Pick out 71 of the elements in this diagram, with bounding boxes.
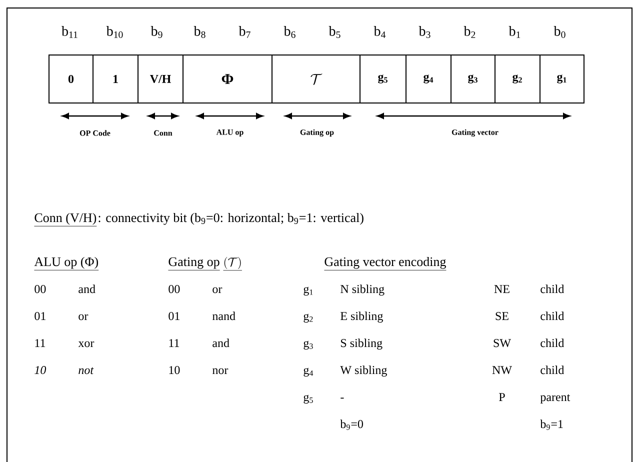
table-cell: N sibling: [340, 284, 384, 296]
table-cell: 10: [169, 366, 180, 374]
bit-label: b$_{8}$: [194, 26, 206, 38]
field-label: ALU op: [216, 130, 244, 136]
column-heading: Gating op: [168, 257, 220, 270]
table-cell: g$_{3}$: [304, 340, 313, 350]
table-cell: nor: [212, 368, 228, 374]
register-cell: g$_{1}$: [540, 54, 584, 104]
bit-label: b$_{6}$: [284, 26, 296, 38]
bit-label: b$_{1}$: [508, 26, 520, 38]
field-label: Gating vector: [452, 129, 498, 137]
bit-label: b$_{11}$: [62, 26, 78, 38]
table-cell: child: [540, 338, 564, 348]
table-cell: and: [78, 284, 96, 294]
table-cell: SE: [496, 312, 508, 320]
table-cell: 01: [168, 312, 180, 320]
table-cell: b$_{9}$=1: [540, 420, 563, 430]
table-cell: g$_{2}$: [304, 314, 313, 323]
table-cell: not: [78, 367, 94, 374]
table-cell: nand: [212, 312, 236, 320]
register-cell: V/H: [138, 54, 184, 104]
register-cell: $\mathcal{T}$: [272, 54, 360, 104]
table-cell: P: [499, 393, 505, 401]
table-cell: child: [540, 312, 564, 320]
description: : connectivity bit (b$_{9}$=0: horizontal; b$_{9}$=1: vertical): [98, 212, 364, 225]
table-cell: NE: [494, 285, 510, 293]
bit-label: b$_{2}$: [464, 26, 476, 38]
register-cell: g$_{4}$: [406, 54, 452, 104]
bit-label: b$_{3}$: [418, 26, 430, 38]
column-heading: ALU op (Φ): [34, 256, 99, 270]
table-cell: -: [340, 398, 344, 399]
register-cell: 1: [92, 54, 138, 104]
table-cell: or: [78, 314, 88, 320]
table-cell: S sibling: [341, 338, 382, 350]
table-cell: parent: [540, 394, 570, 404]
table-cell: 01: [34, 312, 46, 320]
table-cell: SW: [494, 339, 511, 348]
bit-label: b$_{0}$: [554, 26, 566, 38]
table-cell: 11: [169, 339, 180, 347]
table-cell: 00: [34, 285, 46, 294]
table-cell: W sibling: [340, 366, 387, 377]
field-label: Gating op: [300, 129, 334, 137]
register-cell: g$_{2}$: [494, 54, 540, 104]
table-cell: child: [540, 284, 564, 294]
register-cell: g$_{5}$: [360, 54, 406, 104]
table-cell: b$_{9}$=0: [340, 420, 363, 430]
table-cell: E sibling: [340, 312, 383, 323]
register-cell: 0: [48, 54, 94, 104]
register-cell: Φ: [182, 54, 272, 104]
table-cell: 10: [34, 366, 46, 374]
bit-label: b$_{9}$: [150, 26, 162, 38]
table-cell: g$_{1}$: [304, 286, 313, 296]
table-cell: or: [212, 287, 222, 294]
table-cell: child: [540, 366, 564, 374]
field-label: Conn: [154, 130, 172, 136]
field-label: OP Code: [80, 130, 110, 136]
heading: Conn (V/H): [34, 212, 97, 226]
table-cell: g$_{5}$: [304, 394, 313, 404]
bit-label: b$_{5}$: [328, 26, 340, 38]
table-cell: NW: [492, 366, 512, 374]
bit-label: b$_{4}$: [374, 26, 386, 38]
register-cell: g$_{3}$: [450, 54, 496, 104]
table-cell: g$_{4}$: [304, 368, 314, 377]
bit-label: b$_{10}$: [106, 26, 123, 38]
table-cell: 00: [168, 285, 180, 294]
table-cell: xor: [78, 341, 94, 348]
column-heading: $(\mathcal{T})$: [223, 257, 242, 271]
table-cell: and: [212, 338, 230, 348]
column-heading: Gating vector encoding: [324, 256, 446, 270]
table-cell: 11: [35, 339, 46, 347]
bit-label: b$_{7}$: [238, 26, 250, 38]
